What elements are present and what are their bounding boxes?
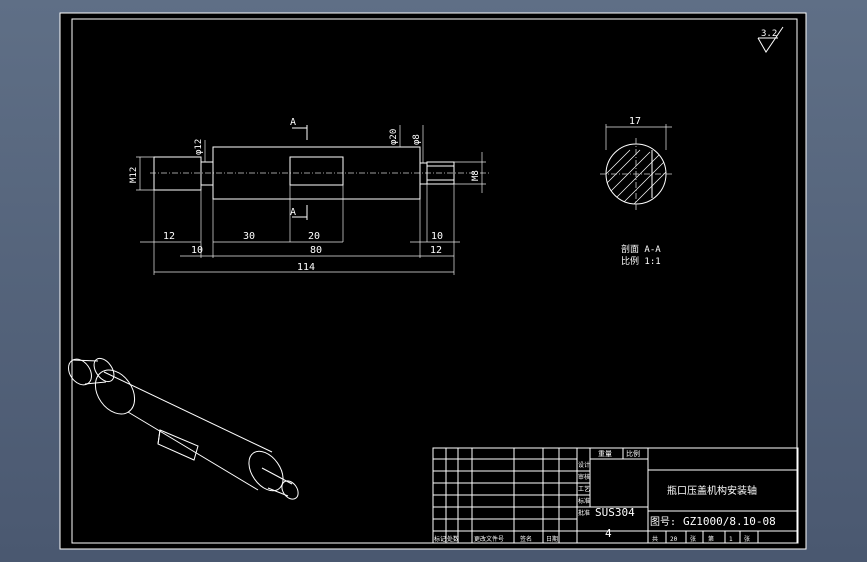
label-design: 设计	[578, 461, 590, 469]
bottom-change-doc: 更改文件号	[474, 535, 504, 543]
part-name: 瓶口压盖机构安装轴	[667, 484, 757, 497]
header-weight: 重量	[598, 450, 612, 458]
label-approve: 批准	[578, 509, 590, 517]
shaft-front-view: A A	[150, 117, 490, 220]
section-view: 17 剖面 A-A 比例 1:1	[600, 116, 672, 267]
quantity: 4	[605, 527, 612, 540]
dimensions: M12 φ12 φ20 φ8 M8 12 30 20 10 10	[129, 125, 486, 275]
sheet-unit-1: 张	[690, 535, 696, 543]
bottom-count: 处数	[447, 535, 459, 543]
material: SUS304	[595, 506, 635, 519]
scale-label: 比例 1:1	[621, 255, 661, 267]
dim-phi12: φ12	[194, 139, 204, 155]
bottom-date: 日期	[546, 535, 558, 543]
sheet-index-label: 第	[708, 535, 714, 543]
dim-m8: M8	[471, 170, 481, 181]
dim-10-right: 10	[431, 231, 443, 242]
dim-phi20: φ20	[389, 129, 399, 145]
roughness-value: 3.2	[761, 29, 777, 39]
sheet-index: 1	[729, 536, 733, 543]
sheet-total: 20	[670, 536, 678, 543]
dim-20: 20	[308, 231, 320, 242]
label-review: 审核	[578, 473, 590, 481]
sheet-unit-2: 张	[744, 535, 750, 543]
dim-phi8: φ8	[412, 134, 422, 145]
label-process: 工艺	[578, 485, 590, 493]
dim-12-right: 12	[430, 245, 442, 256]
bottom-sign: 签名	[520, 535, 532, 543]
section-letter-top: A	[290, 117, 296, 128]
drawing-number: GZ1000/8.10-08	[683, 515, 776, 528]
drawing-number-label: 图号:	[650, 516, 676, 528]
section-label: 剖面 A-A	[621, 243, 661, 255]
dim-114: 114	[297, 262, 315, 273]
roughness-symbol: 3.2	[757, 26, 784, 53]
title-block: 重量 比例 设计 审核 工艺 标准 批准 瓶口压盖机构安装轴 SUS304 4 …	[432, 447, 799, 544]
section-letter-bottom: A	[290, 207, 296, 218]
label-standard: 标准	[578, 497, 590, 505]
bottom-mark: 标记	[434, 535, 446, 543]
header-ratio: 比例	[626, 449, 640, 458]
dim-80: 80	[310, 245, 322, 256]
dim-10-left: 10	[191, 245, 203, 256]
dim-m12: M12	[129, 167, 139, 183]
dim-17: 17	[629, 116, 641, 127]
isometric-view	[68, 357, 299, 500]
dim-30: 30	[243, 231, 255, 242]
dim-12-left: 12	[163, 231, 175, 242]
sheet-total-label: 共	[652, 535, 658, 543]
